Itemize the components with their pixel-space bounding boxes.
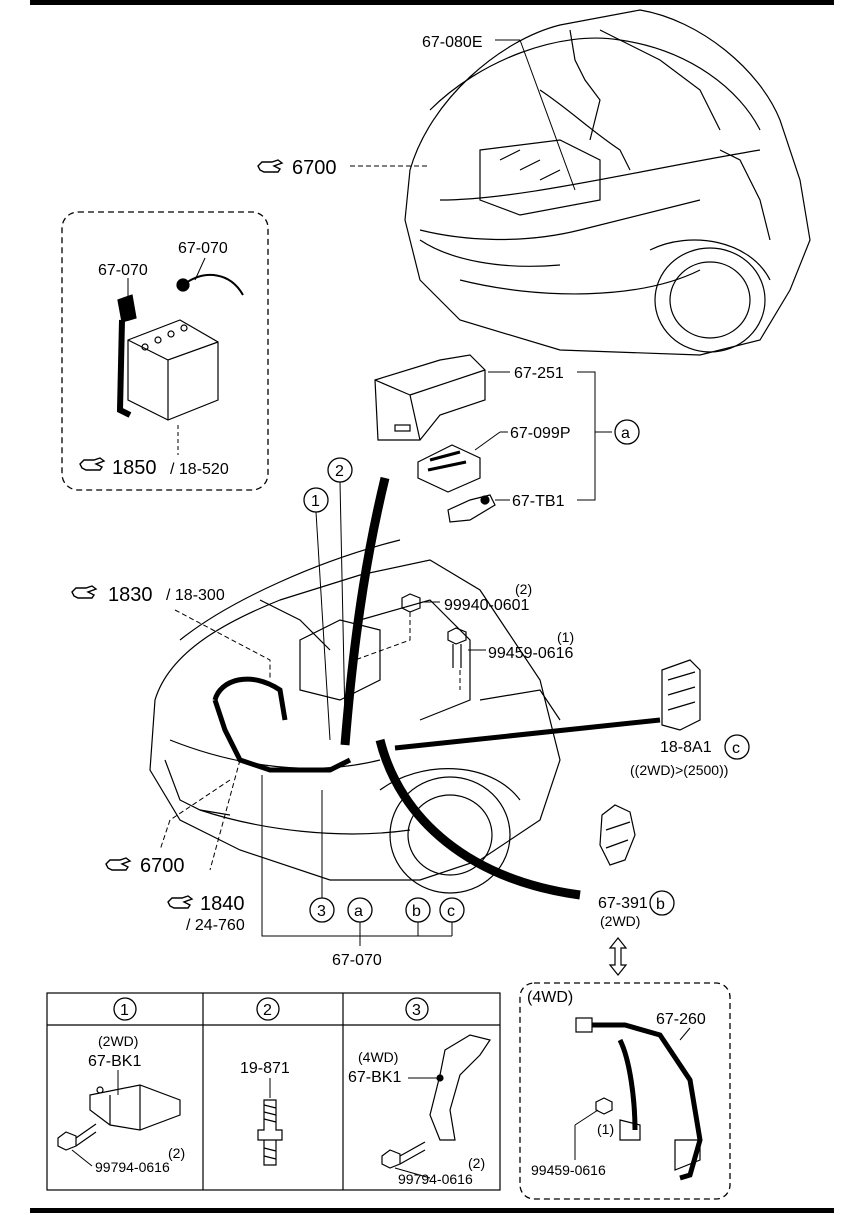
table-col1-note: (2WD) bbox=[98, 1033, 138, 1049]
callout-c-relay-text: c bbox=[732, 740, 740, 757]
table-col3-part: 67-BK1 bbox=[348, 1069, 401, 1086]
callout-b-group-text: b bbox=[412, 903, 421, 920]
table-col3-header-circle bbox=[405, 997, 429, 1021]
bracket-67-070-group bbox=[261, 775, 453, 946]
leader-col3-bolt bbox=[394, 1167, 431, 1179]
leader-battery-070b bbox=[194, 257, 206, 281]
leader-67-099P bbox=[474, 431, 501, 451]
table-col1-part: 67-BK1 bbox=[88, 1053, 141, 1070]
part-99459-qty: (1) bbox=[557, 629, 574, 645]
ref-1850: 1850 bbox=[112, 457, 157, 479]
terminal-bracket bbox=[447, 494, 496, 523]
ref-1850-sub: / 18-520 bbox=[170, 461, 229, 478]
part-67-TB1: 67-TB1 bbox=[512, 493, 565, 510]
bolt-4wd-icon bbox=[595, 1097, 613, 1115]
table-col1-header-circle bbox=[113, 997, 137, 1021]
part-67-080E: 67-080E bbox=[422, 34, 483, 51]
bolt-icon bbox=[447, 627, 467, 668]
thick-cable-67-391 bbox=[375, 738, 581, 900]
ref-1830: 1830 bbox=[108, 584, 153, 606]
leader-callout-2 bbox=[339, 481, 346, 721]
bottom-border bbox=[30, 1208, 834, 1213]
table-col1-bolt: 99794-0616 bbox=[95, 1159, 170, 1175]
ref-1840: 1840 bbox=[200, 893, 245, 915]
pointing-hand-icon bbox=[105, 857, 131, 871]
leader-67-260 bbox=[679, 1027, 691, 1041]
main-harness-cable bbox=[212, 676, 352, 773]
part-18-8A1-note: ((2WD)>(2500)) bbox=[630, 762, 728, 778]
ref-6700-bottom: 6700 bbox=[140, 855, 185, 877]
4wd-detail-box bbox=[519, 982, 731, 1200]
ref-6700-top: 6700 bbox=[292, 157, 337, 179]
part-67-391-note: (2WD) bbox=[600, 913, 640, 929]
callout-c-group-text: c bbox=[447, 903, 455, 920]
fuse-block bbox=[417, 444, 481, 493]
callout-1-text: 1 bbox=[311, 493, 320, 510]
bracket-fusebox-group bbox=[577, 371, 612, 501]
leader-67-080E-2 bbox=[519, 39, 576, 191]
part-99940: 99940-0601 bbox=[444, 597, 530, 614]
table-col3-note: (4WD) bbox=[358, 1049, 398, 1065]
table-col2-part: 19-871 bbox=[240, 1060, 290, 1077]
table-col3-bolt: 99794-0616 bbox=[398, 1171, 473, 1187]
bracket-2wd-illustration bbox=[89, 1084, 181, 1131]
fuse-box-cover bbox=[374, 354, 486, 441]
part-67-251: 67-251 bbox=[514, 365, 564, 382]
part-99940-qty: (2) bbox=[515, 581, 532, 597]
callout-3-text: 3 bbox=[317, 903, 326, 920]
pointing-hand-icon bbox=[71, 585, 97, 599]
pointing-hand-icon bbox=[167, 895, 193, 909]
cable-67-260-illustration bbox=[575, 1017, 703, 1181]
part-67-070-battery-left: 67-070 bbox=[98, 262, 148, 279]
car-engine-bay-main bbox=[149, 539, 561, 894]
table-col1-qty: (2) bbox=[168, 1145, 185, 1161]
callout-c-relay bbox=[724, 734, 750, 760]
table-col3-header: 3 bbox=[412, 1002, 421, 1019]
callout-a-fusebox-text: a bbox=[621, 425, 630, 442]
callout-b-391-text: b bbox=[656, 896, 665, 913]
part-99459-4wd-qty: (1) bbox=[597, 1121, 614, 1137]
car-engine-bay-top bbox=[404, 9, 811, 356]
part-67-070-bottom: 67-070 bbox=[332, 952, 382, 969]
bolt-col3-icon bbox=[381, 1141, 426, 1169]
nut-icon bbox=[401, 593, 421, 613]
detail-table bbox=[46, 992, 501, 1191]
table-col2-header-circle bbox=[256, 997, 280, 1021]
battery-detail-box bbox=[61, 211, 269, 491]
leader-99459-4wd-2 bbox=[574, 1109, 599, 1126]
leader-callout-1 bbox=[315, 511, 331, 741]
callout-b-391 bbox=[649, 890, 675, 916]
part-67-070-battery-right: 67-070 bbox=[178, 240, 228, 257]
thick-cable-fusebox bbox=[340, 476, 390, 746]
pointing-hand-icon bbox=[257, 159, 283, 173]
connector-67-391 bbox=[599, 804, 636, 866]
top-border bbox=[30, 0, 834, 5]
pointing-hand-icon bbox=[79, 457, 105, 471]
bolt-col1-icon bbox=[57, 1123, 97, 1151]
battery-illustration bbox=[116, 274, 244, 421]
part-99459-4wd: 99459-0616 bbox=[531, 1162, 606, 1178]
table-col2-header: 2 bbox=[263, 1002, 272, 1019]
stud-bolt-illustration bbox=[257, 1099, 283, 1166]
part-67-099P: 67-099P bbox=[510, 425, 571, 442]
double-arrow-icon bbox=[608, 937, 628, 976]
ref-1840-sub: / 24-760 bbox=[186, 917, 245, 934]
part-67-391: 67-391 bbox=[598, 895, 648, 912]
thin-cable-18-8A1 bbox=[394, 717, 661, 751]
4wd-box-title: (4WD) bbox=[527, 989, 573, 1006]
ref-1830-sub: / 18-300 bbox=[166, 587, 225, 604]
callout-2-text: 2 bbox=[335, 463, 344, 480]
relay-module-18-8A1 bbox=[661, 659, 701, 731]
callout-a-group-text: a bbox=[354, 903, 363, 920]
table-col1-header: 1 bbox=[120, 1002, 129, 1019]
bracket-4wd-illustration bbox=[429, 1034, 491, 1141]
part-67-260: 67-260 bbox=[656, 1011, 706, 1028]
table-col3-qty: (2) bbox=[468, 1155, 485, 1171]
dashed-guides bbox=[159, 609, 461, 871]
leader-col1-bolt bbox=[71, 1149, 93, 1167]
part-99459: 99459-0616 bbox=[488, 645, 574, 662]
callout-a-fusebox bbox=[614, 419, 640, 445]
part-18-8A1: 18-8A1 bbox=[660, 739, 712, 756]
